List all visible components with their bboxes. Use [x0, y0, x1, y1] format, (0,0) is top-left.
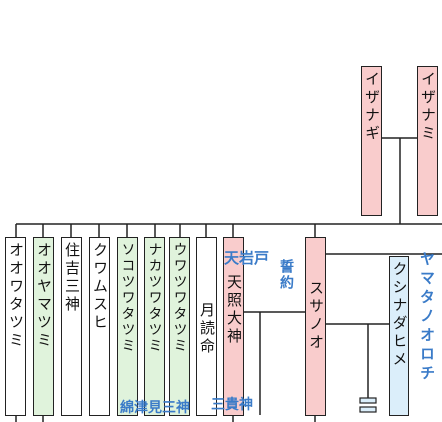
person-name: 月読命	[198, 301, 216, 356]
person-name: スサノオ	[307, 280, 325, 352]
person-amaterasu: 天照大神	[223, 237, 244, 416]
label-orochi: ヤマタノオロチ	[418, 251, 436, 384]
person-name: イザナミ	[419, 71, 437, 143]
person-name: オオヤマツミ	[35, 242, 53, 350]
person-nakatsuwatatsumi: ナカツワタツミ	[144, 237, 165, 416]
person-name: 天照大神	[225, 274, 243, 346]
label-amanoiwato: 天岩戸	[224, 249, 270, 267]
person-izanagi: イザナギ	[361, 66, 382, 216]
person-kuwamusuhi: クワムスヒ	[89, 237, 110, 416]
person-sokotsuwatatsumi: ソコツワタツミ	[117, 237, 138, 416]
person-name: ナカツワタツミ	[146, 242, 163, 354]
person-name: クシナダヒメ	[390, 261, 409, 369]
person-name: ソコツワタツミ	[119, 242, 136, 354]
person-uwatsuwatatsumi: ウワツワタツミ	[169, 237, 190, 416]
label-watatsumi-sanjin: 綿津見三神	[120, 400, 190, 416]
person-tsukuyomi: 月読命	[196, 237, 217, 416]
person-name: イザナギ	[363, 71, 381, 143]
person-name: 住吉三神	[63, 242, 81, 314]
person-sumiyoshi: 住吉三神	[61, 237, 82, 416]
person-name: オオワタツミ	[7, 242, 25, 350]
person-ooyamatsumi: オオヤマツミ	[33, 237, 54, 416]
offspring-marker-icon	[359, 397, 377, 413]
person-kushinadahime: クシナダヒメ	[389, 256, 409, 416]
person-izanami: イザナミ	[417, 66, 438, 216]
person-oowatatsumi: オオワタツミ	[5, 237, 26, 416]
label-sankishin: 三貴神	[211, 397, 253, 413]
label-seiyaku: 誓約	[278, 259, 294, 291]
person-name: ウワツワタツミ	[171, 242, 188, 354]
person-name: クワムスヒ	[91, 242, 109, 332]
person-susanoo: スサノオ	[305, 237, 326, 416]
